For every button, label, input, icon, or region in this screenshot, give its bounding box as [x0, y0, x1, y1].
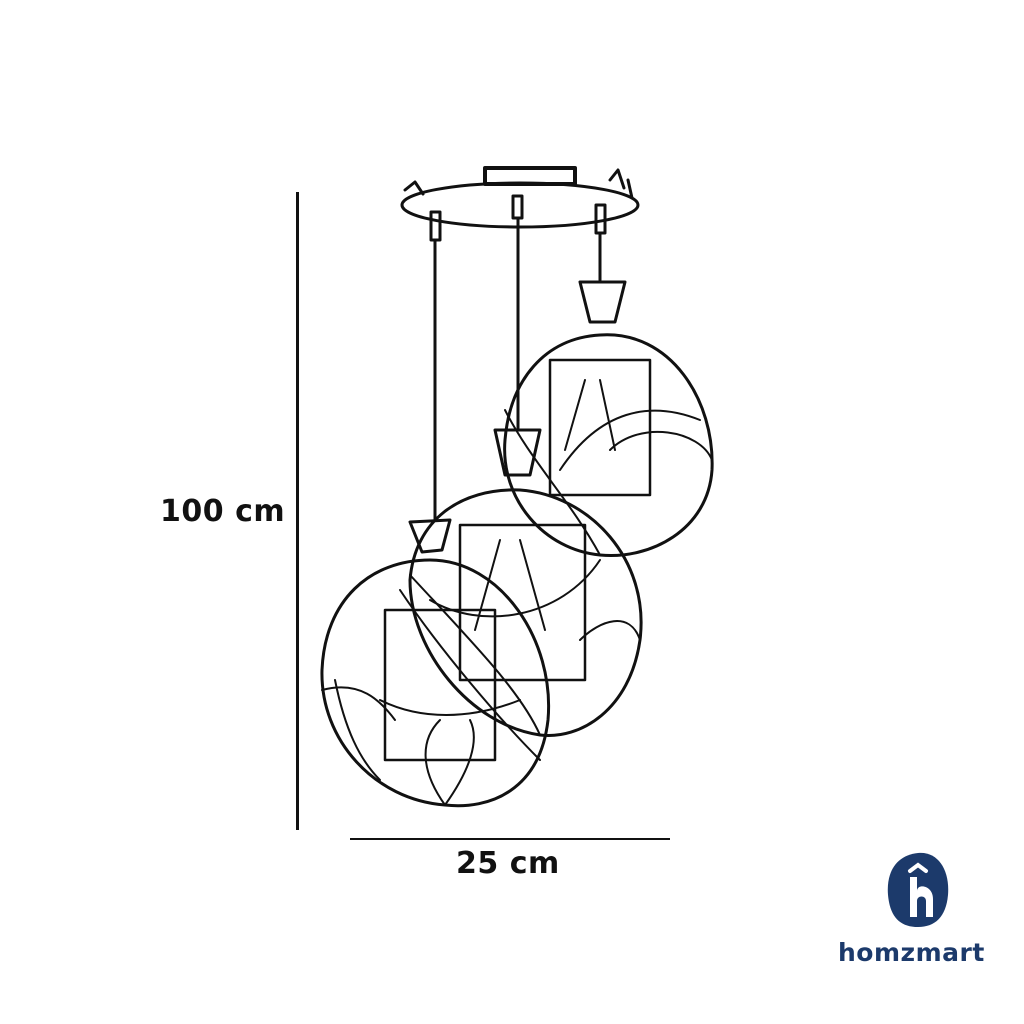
brand-name: homzmart [838, 938, 985, 967]
pendant-lamp-illustration [320, 166, 714, 808]
lamp-globe-left [320, 518, 551, 808]
width-label: 25 cm [456, 846, 560, 881]
height-label: 100 cm [160, 494, 286, 529]
lamp-globe-middle [408, 428, 643, 738]
height-dimension-line [296, 192, 299, 830]
brand-logo: homzmart [830, 845, 1010, 975]
ceiling-canopy [400, 166, 640, 229]
brand-logo-mark [887, 852, 949, 927]
width-dimension-line [350, 838, 670, 840]
suspension-cords [429, 194, 607, 522]
lamp-globe-right [503, 280, 714, 558]
